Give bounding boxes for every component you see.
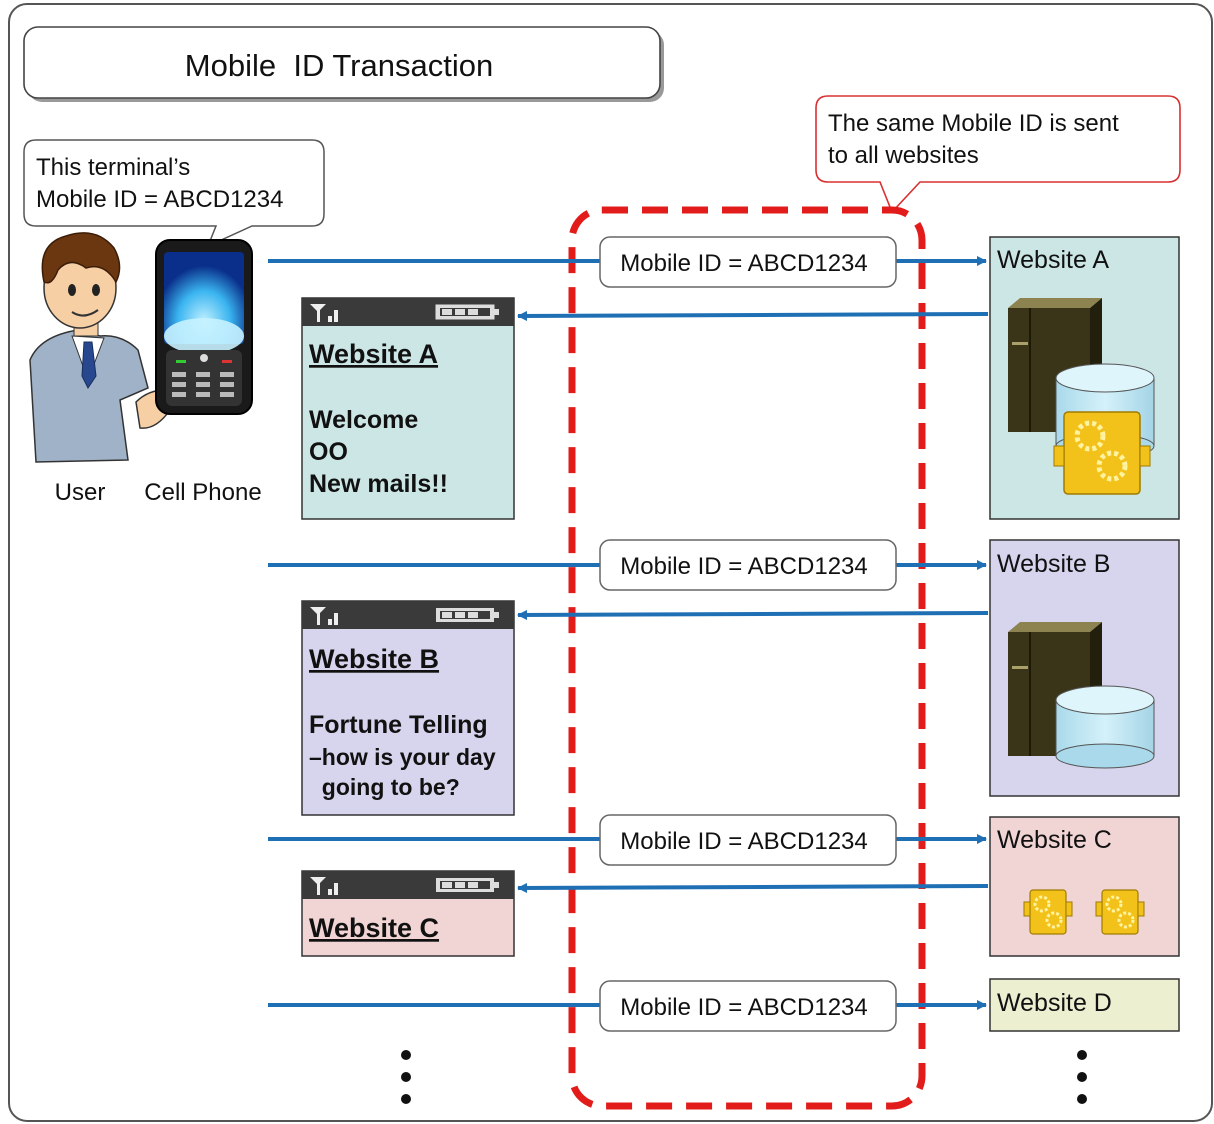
battery-icon <box>436 608 499 622</box>
response-arrow-a <box>517 310 989 321</box>
gear-icon <box>1053 411 1151 495</box>
signal-icon <box>310 304 338 322</box>
website-a-label: Website A <box>997 246 1109 274</box>
screen-a-line-2: OO <box>309 438 348 466</box>
same-id-callout-line-1: The same Mobile ID is sent <box>828 110 1119 137</box>
continuation-dots-left <box>401 1050 411 1104</box>
signal-icon <box>310 607 338 625</box>
request-label-a: Mobile ID = ABCD1234 <box>620 250 867 277</box>
screen-a-title: Website A <box>309 339 438 369</box>
response-arrow-c <box>517 882 989 893</box>
screen-c-title: Website C <box>309 913 439 943</box>
title-box: Mobile ID Transaction <box>23 26 664 102</box>
website-d-label: Website D <box>997 989 1112 1017</box>
battery-icon <box>435 304 499 320</box>
continuation-dots-right <box>1077 1050 1087 1104</box>
request-label-c: Mobile ID = ABCD1234 <box>620 828 867 855</box>
request-label-d: Mobile ID = ABCD1234 <box>620 994 867 1021</box>
gear-icon <box>1095 889 1145 935</box>
terminal-callout-line-2: Mobile ID = ABCD1234 <box>36 186 283 213</box>
phone-screen-b <box>301 600 515 816</box>
user-figure <box>29 232 177 463</box>
same-id-dashed-boundary <box>568 206 926 1110</box>
row-website-c: Mobile ID = ABCD1234 Website C Website C <box>268 814 1180 957</box>
screen-a-line-1: Welcome <box>309 406 418 434</box>
same-id-callout-line-2: to all websites <box>828 142 979 169</box>
user-label: User <box>55 479 106 506</box>
phone-screen-a <box>301 297 515 520</box>
website-c-label: Website C <box>997 826 1112 854</box>
request-label-b: Mobile ID = ABCD1234 <box>620 553 867 580</box>
cell-phone-label: Cell Phone <box>144 479 261 506</box>
row-website-b: Mobile ID = ABCD1234 Website B Fortune T… <box>268 539 1180 816</box>
same-id-callout: The same Mobile ID is sent to all websit… <box>815 95 1181 214</box>
terminal-callout: This terminal’s Mobile ID = ABCD1234 <box>23 139 325 248</box>
row-website-d: Mobile ID = ABCD1234 Website D <box>268 978 1180 1032</box>
screen-b-line-2: –how is your day <box>309 744 496 770</box>
screen-b-line-3: going to be? <box>309 774 460 800</box>
website-d-box <box>989 978 1180 1032</box>
screen-b-line-1: Fortune Telling <box>309 711 488 739</box>
terminal-callout-line-1: This terminal’s <box>36 154 190 181</box>
screen-a-line-3: New mails!! <box>309 470 448 498</box>
battery-icon <box>436 878 499 892</box>
response-arrow-b <box>517 609 989 620</box>
screen-b-title: Website B <box>309 644 439 674</box>
signal-icon <box>310 877 338 895</box>
gear-icon <box>1023 889 1073 935</box>
database-icon <box>1055 685 1155 769</box>
cell-phone <box>155 239 253 415</box>
row-website-a: Mobile ID = ABCD1234 Website A Welcome O… <box>268 236 1180 520</box>
website-c-box <box>989 816 1180 957</box>
website-b-label: Website B <box>997 550 1110 578</box>
page-title: Mobile ID Transaction <box>185 48 493 83</box>
